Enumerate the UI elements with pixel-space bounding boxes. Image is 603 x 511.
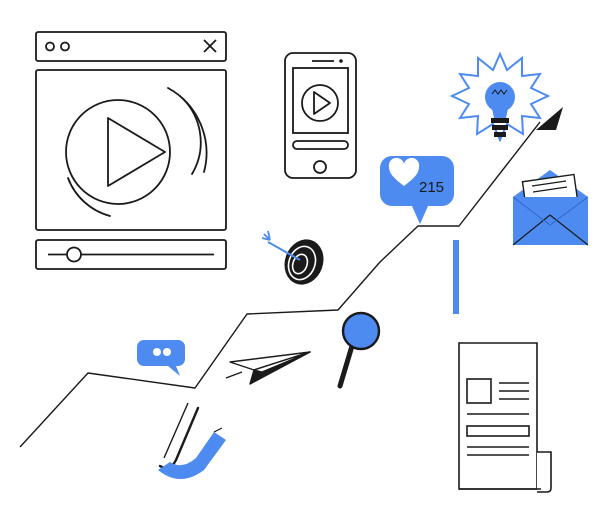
mobile-phone-video-icon (284, 52, 357, 179)
magnifying-glass-icon (337, 311, 381, 389)
magnet-icon (158, 402, 226, 479)
heart-icon (388, 157, 420, 186)
newspaper-icon (458, 342, 552, 493)
target-with-arrow-icon (261, 230, 324, 285)
growth-arrow-icon (19, 107, 563, 448)
paper-plane-icon (225, 351, 311, 385)
envelope-icon (512, 170, 589, 246)
accent-bar (453, 240, 459, 314)
lightbulb-icon (449, 51, 551, 143)
video-player-window-icon (35, 31, 227, 270)
like-count: 215 (419, 179, 444, 196)
like-notification-icon: 215 (380, 156, 454, 224)
chat-bubble-icon (137, 340, 185, 376)
